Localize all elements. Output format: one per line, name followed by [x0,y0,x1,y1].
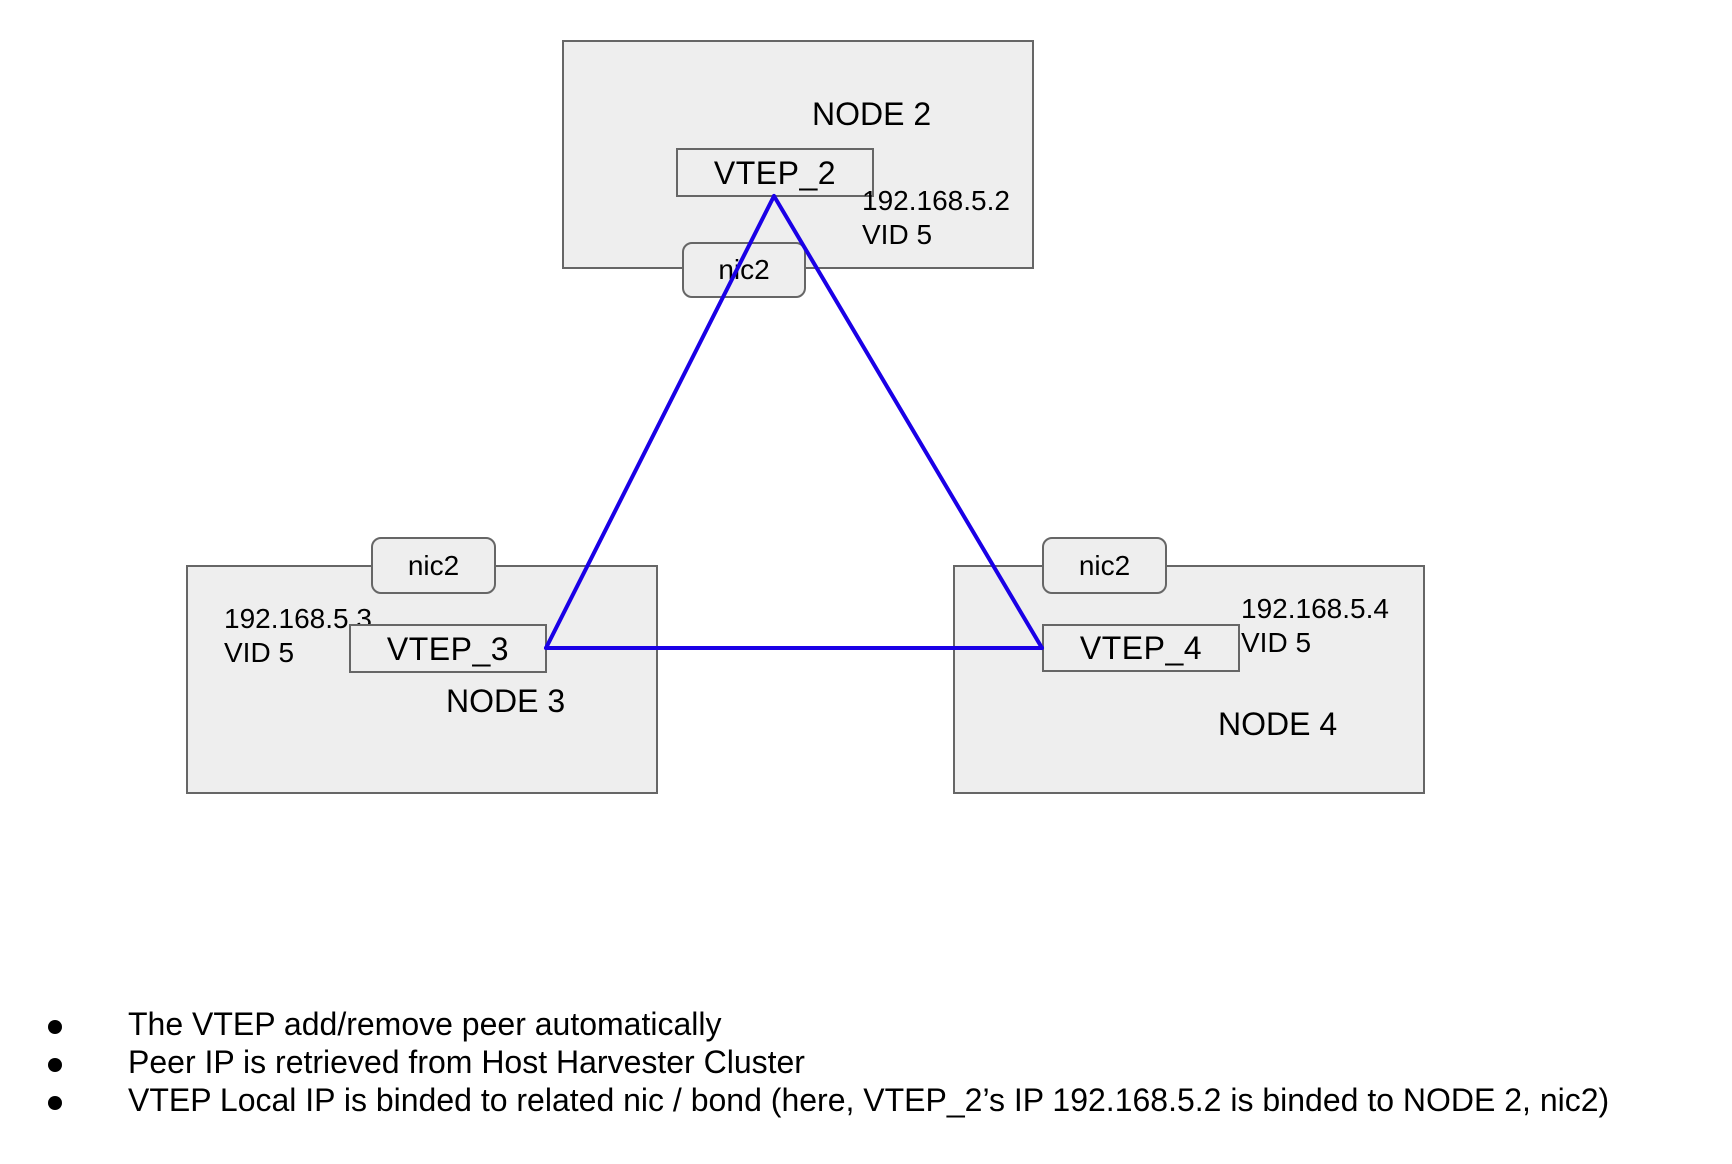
bullet-icon [48,1096,62,1110]
node-4-nic: nic2 [1042,537,1167,594]
node-4-address: 192.168.5.4 VID 5 [1241,592,1389,660]
node-3-ip: 192.168.5.3 [224,603,372,634]
node-3-address: 192.168.5.3 VID 5 [224,602,372,670]
node-2-address: 192.168.5.2 VID 5 [862,184,1010,252]
bullet-icon [48,1020,62,1034]
node-3-nic: nic2 [371,537,496,594]
node-3-vid: VID 5 [224,637,295,668]
bullet-icon [48,1058,62,1072]
node-2-title: NODE 2 [812,96,932,132]
vtep-3-box: VTEP_3 [349,624,547,673]
node-4-title: NODE 4 [1218,706,1338,742]
node-2-nic: nic2 [682,242,806,298]
note-text: The VTEP add/remove peer automatically [128,1006,722,1042]
node-2-ip: 192.168.5.2 [862,185,1010,216]
node-2-vid: VID 5 [862,219,933,250]
vtep-2-box: VTEP_2 [676,148,874,197]
node-3-box [186,565,658,794]
node-4-ip: 192.168.5.4 [1241,593,1389,624]
note-text: Peer IP is retrieved from Host Harvester… [128,1044,805,1080]
node-4-vid: VID 5 [1241,627,1312,658]
node-4-box [953,565,1425,794]
vtep-4-box: VTEP_4 [1042,624,1240,672]
node-3-title: NODE 3 [446,683,566,719]
note-text: VTEP Local IP is binded to related nic /… [128,1082,1610,1118]
